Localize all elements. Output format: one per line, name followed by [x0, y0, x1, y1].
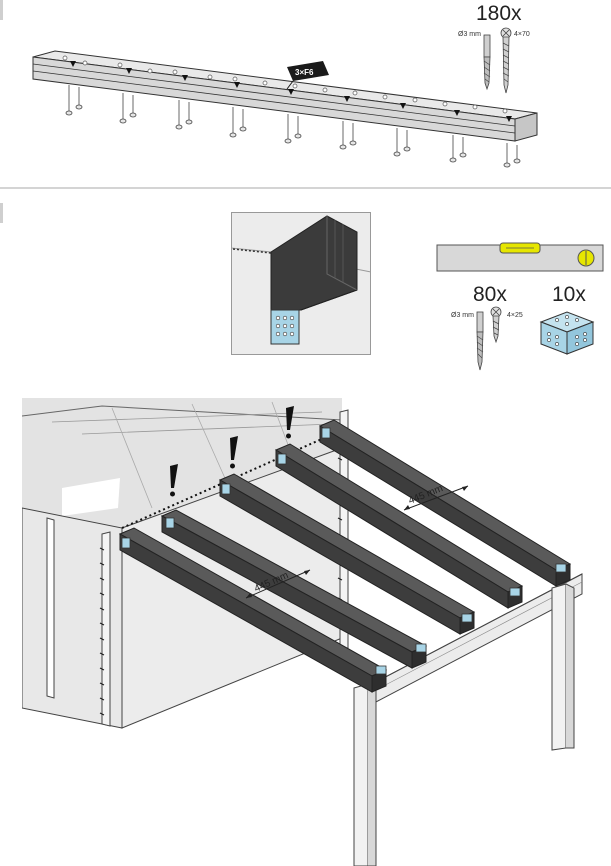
- angle-brackets: [121, 427, 567, 675]
- roof-beam-assembly-diagram: 445 mm 445 mm: [22, 398, 583, 866]
- screw-set: [65, 85, 521, 168]
- drill-and-short-screw-icon: [476, 306, 502, 371]
- long-screw-icon: [500, 27, 512, 94]
- bracket-detail-inset: [231, 212, 371, 355]
- drill-bit-icon-2: [476, 311, 484, 371]
- shed-window-frame: [46, 517, 55, 699]
- bracket-count-10: 10x: [552, 283, 586, 306]
- roof-beams: [118, 419, 572, 693]
- screw-size-label: 4×70: [514, 31, 530, 38]
- board-count-badge: 3×F6: [286, 61, 329, 90]
- drill-bit-icon: [483, 34, 491, 91]
- screw-count-80: 80x: [473, 283, 507, 306]
- step-2-marker: [0, 203, 3, 223]
- pergola-posts: [353, 583, 575, 866]
- screw-count-180: 180x: [476, 2, 522, 25]
- angle-bracket-icon: [539, 311, 595, 355]
- angle-bracket-detail: [270, 309, 300, 345]
- step-1-marker: [0, 0, 3, 20]
- screw-size-label-2: 4×25: [507, 312, 523, 319]
- section-divider: [0, 187, 611, 189]
- drill-and-screw-icon: [483, 27, 512, 94]
- drill-size-label: Ø3 mm: [458, 31, 481, 38]
- warning-exclamation-icons: [170, 406, 294, 497]
- svg-text:3×F6: 3×F6: [295, 68, 314, 77]
- short-screw-icon: [490, 306, 502, 344]
- drill-size-label-2: Ø3 mm: [451, 312, 474, 319]
- spirit-level-icon: [436, 242, 604, 272]
- laminated-beam-diagram: 3×F6: [32, 50, 538, 168]
